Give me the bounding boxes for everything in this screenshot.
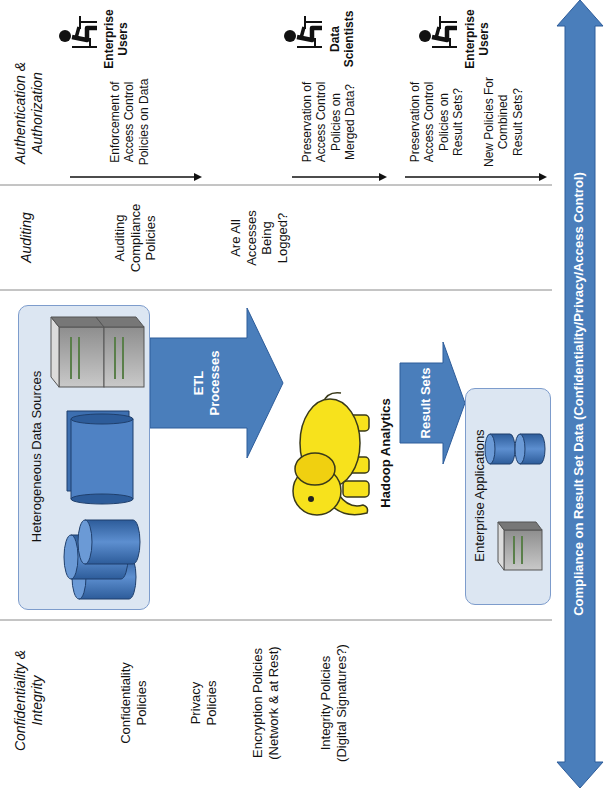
arrow-shape xyxy=(150,308,283,458)
enterprise-apps-box: Enterprise Applications xyxy=(465,388,551,605)
access-arrows xyxy=(70,176,545,178)
user-label: Enterprise Users xyxy=(463,2,492,76)
column-heading: Confidentiality & Integrity xyxy=(12,628,46,773)
node-text: Compliance on Result Set Data (Confident… xyxy=(571,0,587,788)
document-scroll xyxy=(67,411,133,504)
policy-note: Are All Accesses Being Logged? xyxy=(228,203,290,273)
node-text: Heterogeneous Data Sources xyxy=(29,304,45,609)
user-label: Enterprise Users xyxy=(102,2,131,76)
hadoop-elephant xyxy=(285,381,377,531)
policy-note: Preservation of Access Control Policies … xyxy=(300,76,358,168)
node-text: Hadoop Analytics xyxy=(378,373,394,533)
user-icon xyxy=(419,16,457,47)
block-arrow xyxy=(400,342,465,464)
data-sources-box: Heterogeneous Data Sources xyxy=(18,305,150,610)
policy-note: Encryption Policies (Network & at Rest) xyxy=(250,628,281,778)
edge-label: Result Sets xyxy=(418,363,434,443)
policy-note: Enforcement of Access Control Policies o… xyxy=(108,76,151,168)
policy-note: Auditing Compliance Policies xyxy=(112,193,159,283)
user-icon xyxy=(284,16,322,47)
policy-note: New Policies For Combined Result Sets? xyxy=(482,76,525,168)
column-heading: Auditing xyxy=(18,190,35,285)
user-label: Data Scientists xyxy=(328,2,357,76)
policy-note: Preservation of Access Control Policies … xyxy=(408,76,466,168)
policy-note: Privacy Policies xyxy=(188,663,219,743)
user-icon xyxy=(59,16,97,47)
node-text: Enterprise Applications xyxy=(472,387,488,604)
policy-note: Confidentiality Policies xyxy=(118,648,149,758)
block-arrow xyxy=(150,308,283,458)
compliance-band: Compliance on Result Set Data (Confident… xyxy=(557,0,603,788)
column-heading: Authentication & Authorization xyxy=(12,48,46,178)
server-icons xyxy=(51,317,144,387)
edge-label: ETL Processes xyxy=(191,338,222,428)
arrow-shape xyxy=(400,342,465,464)
policy-note: Integrity Policies (Digital Signatures?) xyxy=(318,638,349,768)
hadoop-node: Hadoop Analytics xyxy=(283,323,400,543)
